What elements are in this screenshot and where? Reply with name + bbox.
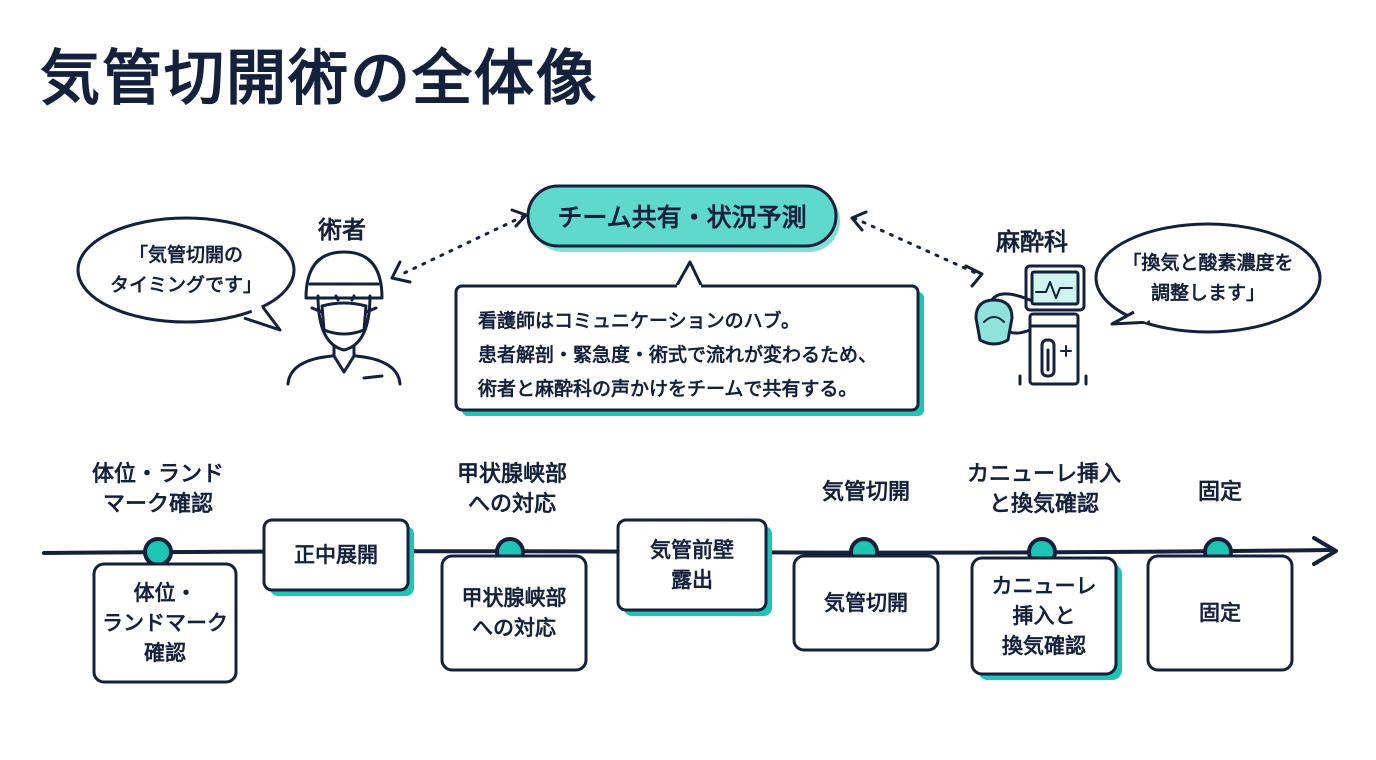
surgeon-speech-bubble (76, 216, 296, 332)
nurse-hub-note: 看護師はコミュニケーションのハブ。 患者解剖・緊急度・術式で流れが変わるため、 … (478, 304, 918, 406)
timeline-node (143, 537, 173, 567)
dotted-arrow-left (390, 208, 528, 284)
step-box-cannula-insertion: カニューレ 挿入と 換気確認 (991, 574, 1097, 658)
step-box-fixation: 固定 (1199, 601, 1241, 625)
step-label-thyroid-isthmus: 甲状腺峡部 への対応 (456, 462, 568, 517)
anesthesia-speech-bubble (1094, 222, 1322, 334)
step-box-shape (970, 556, 1122, 680)
step-label-fixation: 固定 (1197, 480, 1243, 505)
step-box-shape (262, 518, 414, 596)
step-box-anterior-wall: 気管前壁 露出 (650, 538, 734, 592)
surgeon-label: 術者 (318, 216, 366, 244)
step-box-shape (92, 562, 238, 684)
note-line: 看護師はコミュニケーションのハブ。 (478, 310, 801, 332)
surgeon-speech-text: 「気管切開の タイミングです」 (86, 240, 286, 300)
step-box-position-check: 体位・ ランドマーク 確認 (102, 581, 228, 665)
team-share-pill: チーム共有・状況予測 (557, 203, 807, 232)
step-label-cannula-insertion: カニューレ挿入 と換気確認 (966, 462, 1122, 517)
step-box-midline-exposure: 正中展開 (294, 543, 378, 567)
step-label-tracheotomy: 気管切開 (821, 480, 911, 505)
step-box-tracheotomy: 気管切開 (824, 591, 908, 615)
step-box-shape (1146, 554, 1294, 672)
step-box-thyroid-isthmus: 甲状腺峡部 への対応 (461, 586, 567, 640)
note-box-shape (454, 260, 924, 416)
anesthesia-label: 麻酔科 (996, 228, 1068, 256)
page-title: 気管切開術の全体像 (40, 44, 598, 114)
speech-line: タイミングです」 (109, 274, 262, 296)
step-box-shape (792, 554, 940, 652)
speech-line: 「気管切開の (128, 244, 243, 266)
dotted-arrow-right (850, 210, 984, 288)
note-line: 術者と麻酔科の声かけをチームで共有する。 (478, 378, 858, 400)
anesthesia-machine-icon (974, 264, 1088, 386)
step-box-shape (616, 518, 772, 616)
speech-line: 調整します」 (1150, 282, 1265, 304)
step-box-shape (440, 554, 588, 672)
step-label-position-check: 体位・ランド マーク確認 (91, 462, 225, 517)
note-line: 患者解剖・緊急度・術式で流れが変わるため、 (478, 344, 878, 366)
speech-line: 「換気と酸素濃度を (1122, 252, 1294, 274)
center-pill-shape (526, 184, 840, 252)
surgeon-icon (286, 250, 402, 386)
anesthesia-speech-text: 「換気と酸素濃度を 調整します」 (1104, 248, 1312, 308)
